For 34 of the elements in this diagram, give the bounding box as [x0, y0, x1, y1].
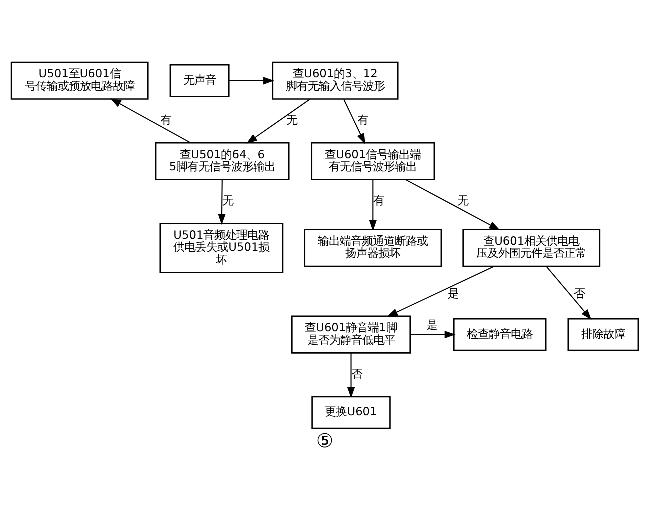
node-box: 查U601信号输出端有无信号波形输出 [311, 142, 436, 180]
arrow [347, 353, 356, 398]
node-box: 输出端音频通道断路或扬声器损坏 [304, 229, 442, 268]
arrow [344, 99, 366, 144]
edge-label: 无 [457, 194, 468, 208]
node-box: 排除故障 [568, 318, 640, 352]
arrow [229, 77, 274, 85]
arrow [110, 98, 191, 144]
arrow [406, 179, 500, 230]
edge-label: 是 [448, 286, 459, 300]
arrow [218, 180, 226, 226]
node-box: 查U601相关供电电压及外围元件是否正常 [462, 229, 601, 268]
edge-label: 有 [160, 113, 172, 128]
arrow [546, 266, 592, 320]
edge-label: 无 [286, 113, 298, 128]
node-box: U501音频处理电路供电丢失或U501损坏 [160, 222, 284, 274]
node-box: 检查静音电路 [453, 318, 547, 352]
edge-label: 是 [426, 318, 438, 332]
edge-label: 无 [222, 194, 234, 208]
node-box: 更换U601 [312, 396, 391, 430]
caption: ⑤ [316, 429, 334, 452]
node-box: U501至U601信号传输或预放电路故障 [10, 62, 149, 100]
edge-label: 有 [373, 194, 384, 208]
edge-label: 否 [574, 286, 585, 300]
node-box: 查U601静音端1脚是否为静音低电平 [292, 316, 412, 354]
node-box: 查U501的64、65脚有无信号波形输出 [155, 142, 290, 180]
node-box: 查U601的3、12脚有无输入信号波形 [272, 62, 399, 100]
edge-label: 有 [358, 113, 369, 128]
arrow [410, 331, 456, 339]
edge-label: 否 [351, 367, 362, 382]
arrow [387, 266, 494, 318]
arrow [369, 180, 377, 232]
node-box: 无声音 [170, 64, 230, 98]
arrow [246, 99, 310, 144]
